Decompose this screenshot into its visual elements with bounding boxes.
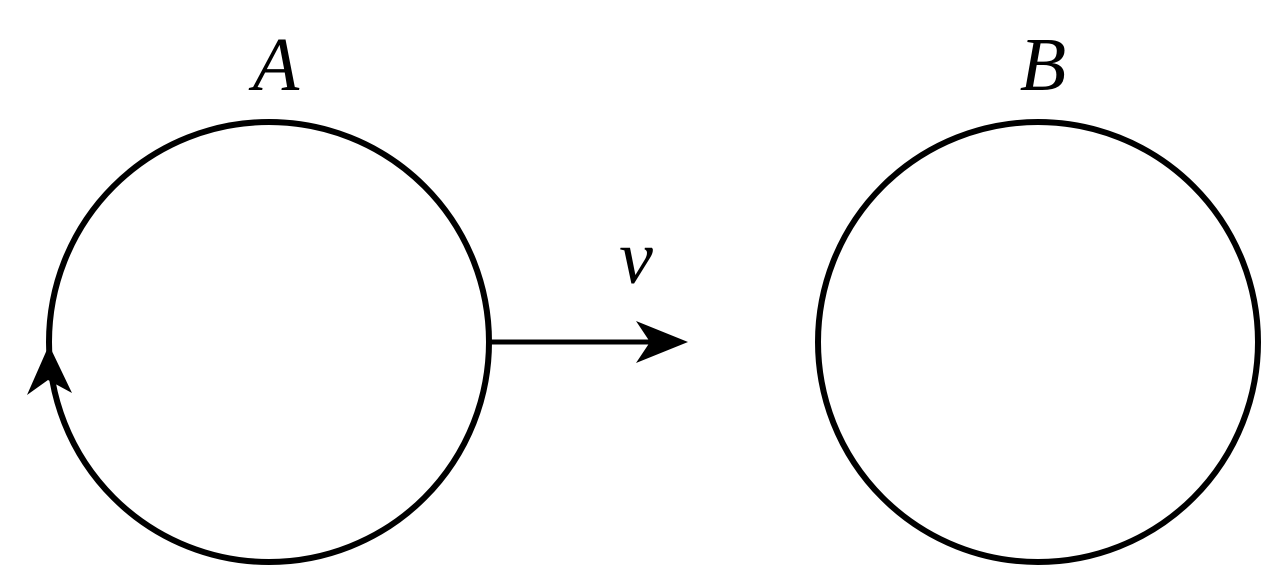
- current-direction-arrowhead-up-icon: [27, 345, 72, 395]
- velocity-arrow-right-icon: [636, 321, 688, 363]
- velocity-arrow: v: [489, 216, 688, 363]
- velocity-label: v: [619, 216, 653, 300]
- loop-a-label: A: [248, 23, 300, 107]
- loop-b: B: [815, 23, 1261, 565]
- loop-a-ring: [46, 119, 492, 565]
- loop-b-ring: [815, 119, 1261, 565]
- loop-a: A: [27, 23, 492, 565]
- loop-b-label: B: [1020, 23, 1066, 107]
